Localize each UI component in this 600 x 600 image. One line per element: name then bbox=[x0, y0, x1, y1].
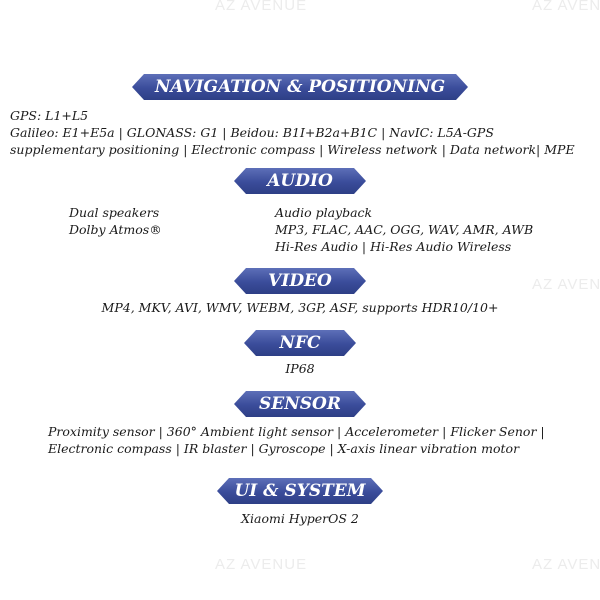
video-banner: VIDEO bbox=[234, 268, 366, 294]
sensor-title: SENSOR bbox=[259, 394, 341, 414]
watermark: AZ AVENUE bbox=[215, 556, 308, 573]
audio-left-item: Dual speakers bbox=[69, 205, 160, 220]
watermark: AZ AVENUE bbox=[532, 0, 600, 14]
navigation-line: Galileo: E1+E5a | GLONASS: G1 | Beidou: … bbox=[10, 125, 494, 140]
audio-title: AUDIO bbox=[267, 171, 333, 191]
nfc-title: NFC bbox=[279, 333, 321, 353]
audio-right-item: Hi-Res Audio | Hi-Res Audio Wireless bbox=[275, 239, 512, 254]
navigation-banner: NAVIGATION & POSITIONING bbox=[132, 74, 468, 100]
video-formats: MP4, MKV, AVI, WMV, WEBM, 3GP, ASF, supp… bbox=[101, 300, 499, 315]
audio-left-item: Dolby Atmos® bbox=[69, 222, 162, 237]
watermark: AZ AVENUE bbox=[532, 276, 600, 293]
system-banner: UI & SYSTEM bbox=[217, 478, 383, 504]
navigation-line: supplementary positioning | Electronic c… bbox=[10, 142, 575, 157]
watermark: AZ AVENUE bbox=[215, 0, 308, 14]
system-title: UI & SYSTEM bbox=[234, 481, 366, 501]
watermark: AZ AVENUE bbox=[532, 556, 600, 573]
video-title: VIDEO bbox=[268, 271, 332, 291]
navigation-title: NAVIGATION & POSITIONING bbox=[154, 77, 446, 97]
audio-right-item: MP3, FLAC, AAC, OGG, WAV, AMR, AWB bbox=[275, 222, 534, 237]
sensor-line: Electronic compass | IR blaster | Gyrosc… bbox=[48, 441, 520, 456]
audio-banner: AUDIO bbox=[234, 168, 366, 194]
sensor-banner: SENSOR bbox=[234, 391, 366, 417]
audio-right-item: Audio playback bbox=[275, 205, 373, 220]
system-os: Xiaomi HyperOS 2 bbox=[241, 511, 359, 526]
sensor-line: Proximity sensor | 360° Ambient light se… bbox=[48, 424, 545, 439]
nfc-rating: IP68 bbox=[285, 361, 315, 376]
navigation-line: GPS: L1+L5 bbox=[10, 108, 89, 123]
nfc-banner: NFC bbox=[244, 330, 356, 356]
